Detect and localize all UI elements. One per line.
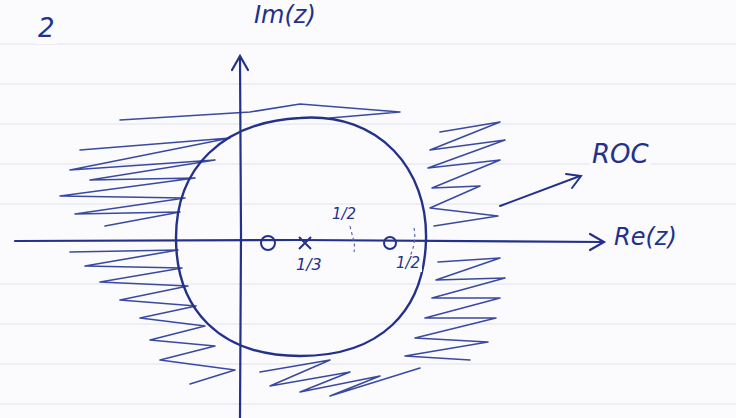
roc-leader	[500, 174, 581, 206]
roc-hatching	[60, 104, 505, 396]
axes	[15, 56, 604, 418]
unit-circle	[176, 118, 426, 356]
zero-marker	[261, 236, 275, 250]
pole-marker	[299, 237, 311, 249]
real-axis-arrowhead	[590, 234, 604, 250]
note-value: 1/2	[330, 206, 358, 223]
imag-axis	[240, 58, 241, 418]
zero-marker	[384, 237, 396, 249]
axis-label: Re(z)	[612, 224, 679, 252]
region-label: ROC	[590, 140, 651, 170]
figure-number: 2	[36, 14, 57, 44]
pencil-marks	[350, 226, 415, 256]
zero-value: 1/2	[394, 255, 422, 272]
pole-value: 1/3	[294, 256, 324, 274]
axis-label: Im(z)	[252, 2, 318, 30]
imag-axis-arrowhead	[232, 56, 248, 70]
paper-rules	[0, 44, 736, 404]
